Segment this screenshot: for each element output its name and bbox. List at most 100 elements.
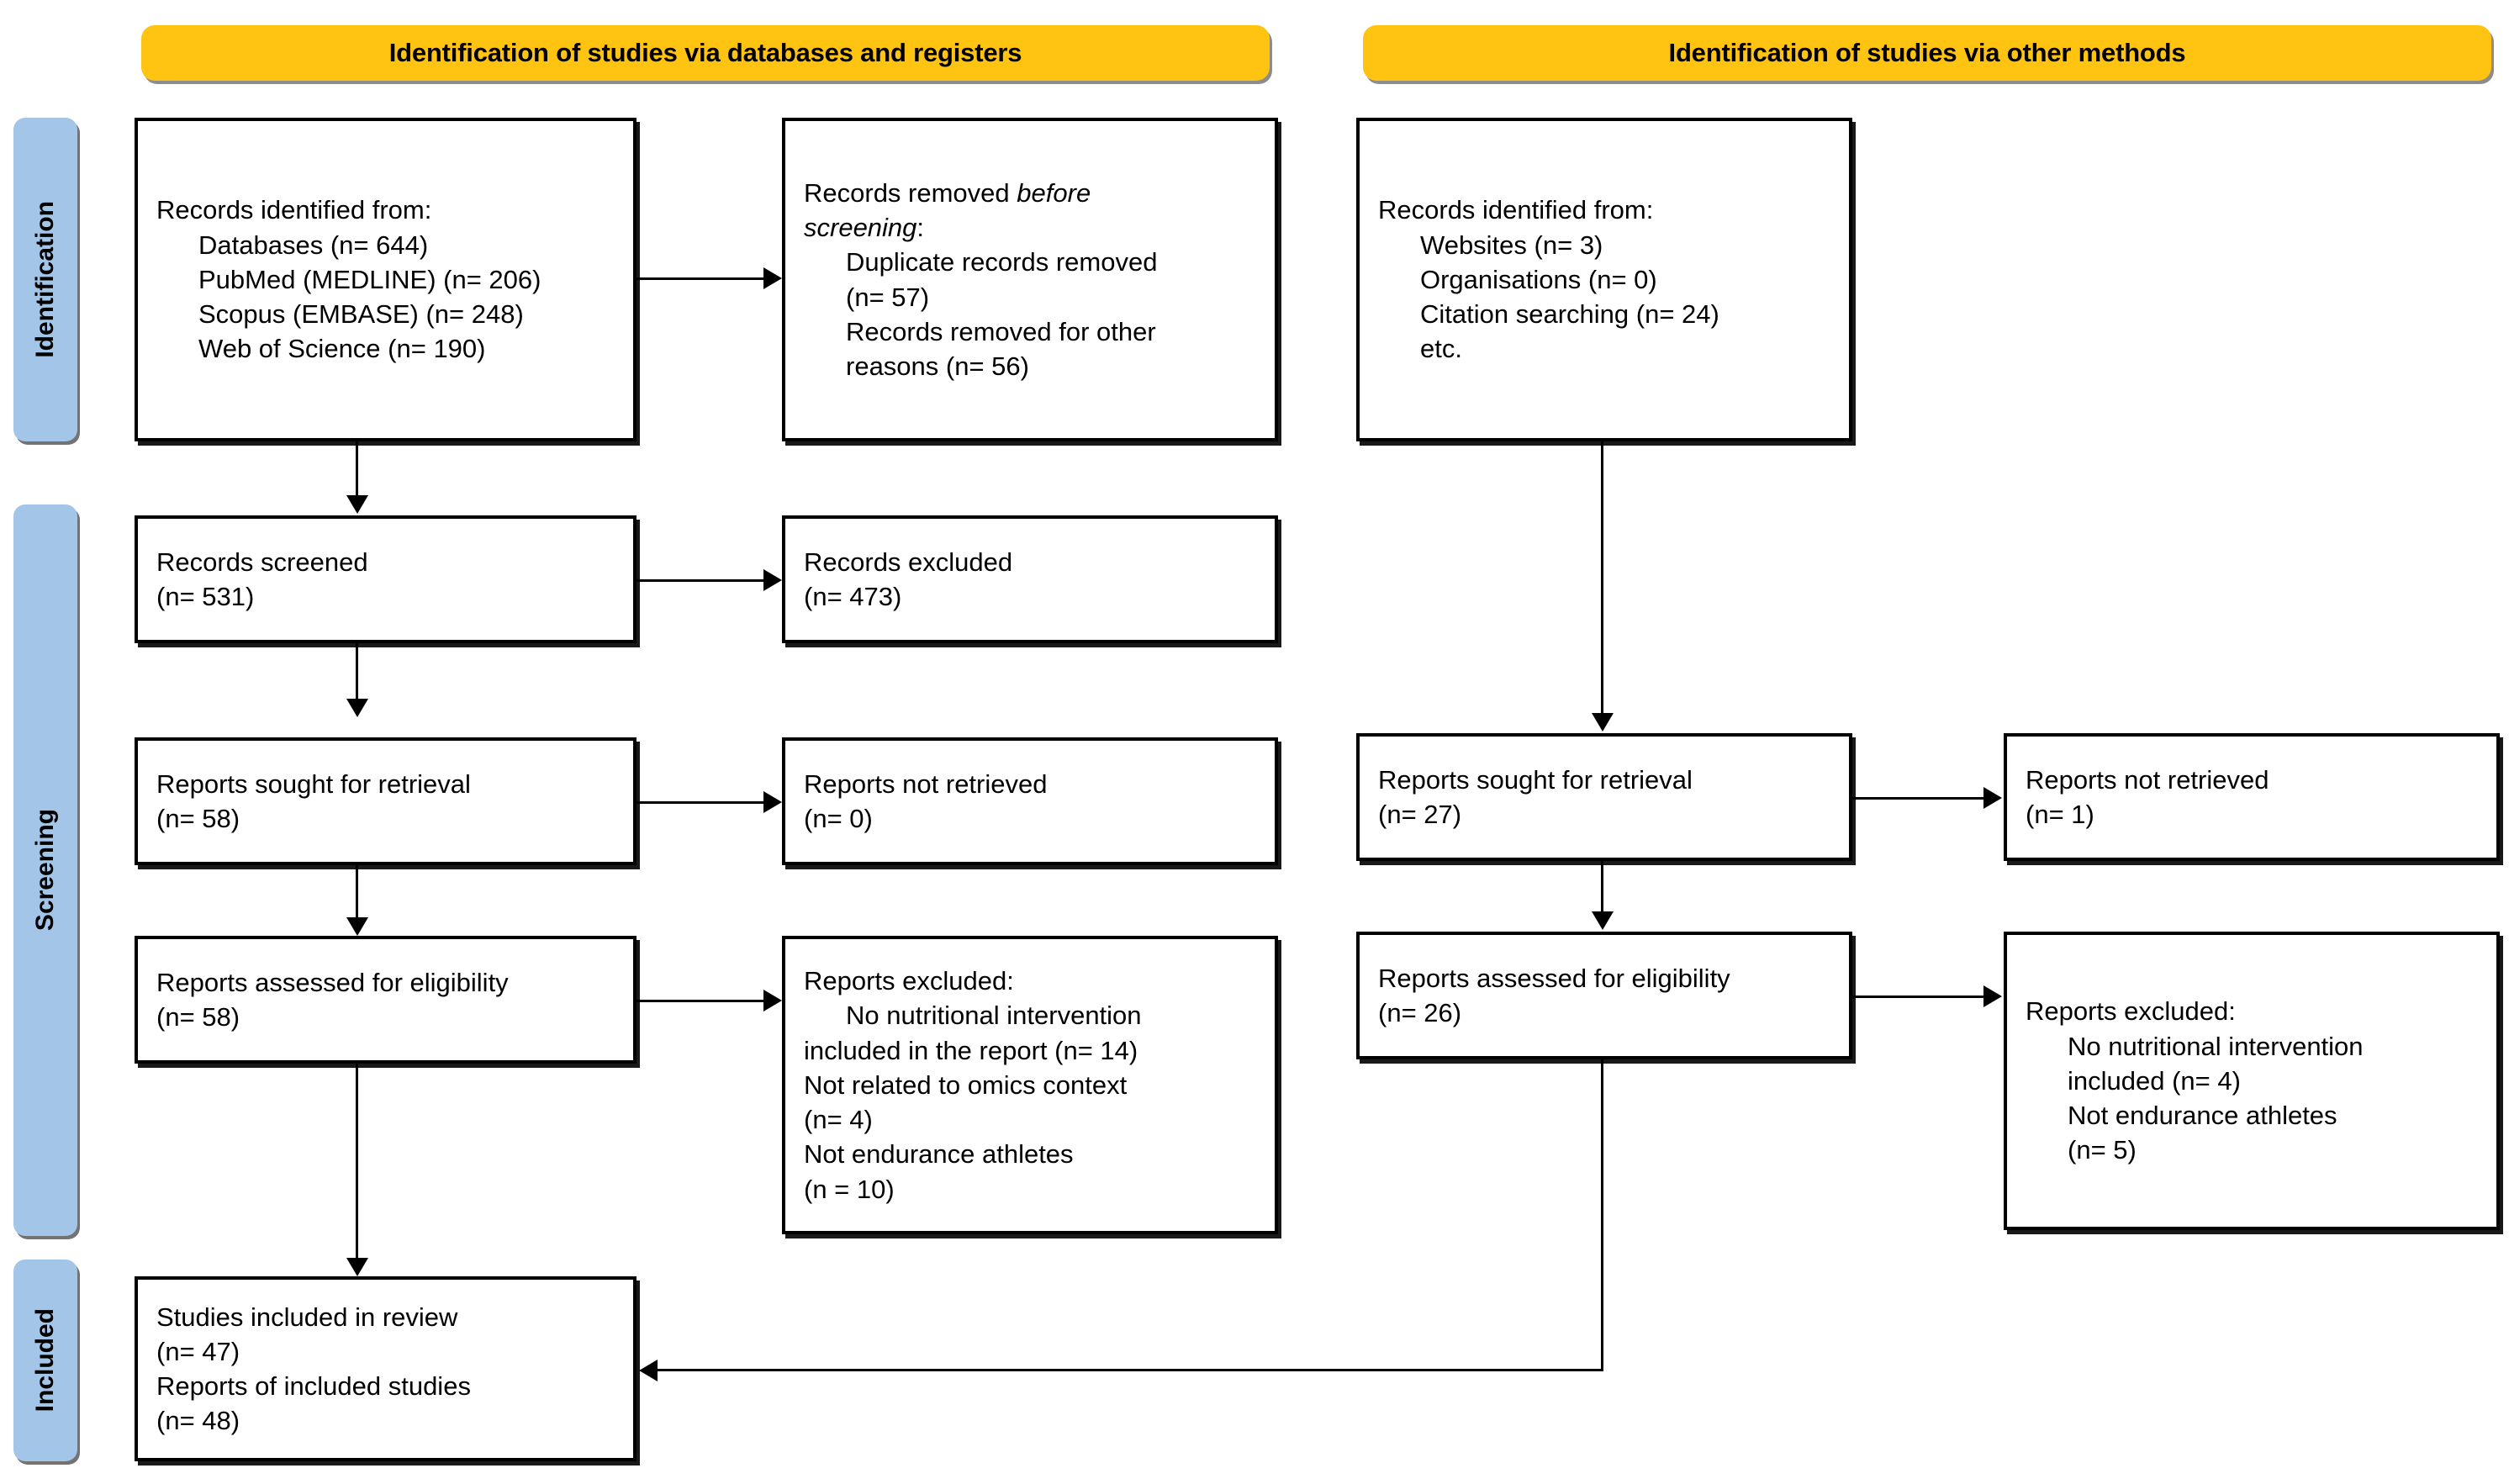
arrow-other-assessed-to-reports-excluded xyxy=(1983,985,2002,1007)
reports-excluded-other-item-2: Not endurance athletes xyxy=(2068,1101,2337,1131)
box-records-removed-text: Records removed before screening: Duplic… xyxy=(785,176,1275,383)
box-reports-assessed-other: Reports assessed for eligibility (n= 26) xyxy=(1356,932,1852,1059)
connector-screened-to-excluded xyxy=(636,579,765,582)
box-records-identified-databases: Records identified from: Databases (n= 6… xyxy=(135,118,636,441)
records-identified-other-item-3: etc. xyxy=(1420,334,1462,364)
box-reports-not-retrieved-other: Reports not retrieved (n= 1) xyxy=(2004,733,2500,861)
arrow-other-sought-to-assessed xyxy=(1592,911,1614,930)
reports-assessed-other-line1: Reports assessed for eligibility xyxy=(1378,963,1730,993)
stage-label-identification: Identification xyxy=(13,118,77,441)
records-identified-other-item-0: Websites (n= 3) xyxy=(1420,230,1603,260)
banner-databases-and-registers: Identification of studies via databases … xyxy=(141,25,1270,81)
box-reports-excluded-databases-text: Reports excluded: No nutritional interve… xyxy=(785,964,1275,1207)
reports-assessed-db-line1: Reports assessed for eligibility xyxy=(156,967,509,997)
connector-other-assessed-to-included-vertical xyxy=(1601,1059,1603,1370)
box-reports-assessed-databases-text: Reports assessed for eligibility (n= 58) xyxy=(138,965,633,1034)
box-reports-assessed-databases: Reports assessed for eligibility (n= 58) xyxy=(135,936,636,1064)
box-reports-excluded-other-text: Reports excluded: No nutritional interve… xyxy=(2007,994,2496,1167)
banner-databases-label: Identification of studies via databases … xyxy=(388,38,1022,67)
box-reports-excluded-other: Reports excluded: No nutritional interve… xyxy=(2004,932,2500,1230)
records-removed-heading-italic-1: before xyxy=(1017,177,1091,208)
reports-sought-other-line1: Reports sought for retrieval xyxy=(1378,764,1693,795)
connector-sought-to-not-retrieved xyxy=(636,801,765,804)
connector-identified-to-screened xyxy=(356,441,358,497)
arrow-other-sought-to-not-retrieved xyxy=(1983,787,2002,809)
connector-other-sought-to-assessed xyxy=(1601,861,1603,913)
studies-included-line2: (n= 47) xyxy=(156,1336,240,1366)
box-records-excluded-text: Records excluded (n= 473) xyxy=(785,545,1275,614)
box-records-identified-other: Records identified from: Websites (n= 3)… xyxy=(1356,118,1852,441)
reports-excluded-db-item-4: Not endurance athletes xyxy=(804,1139,1074,1170)
reports-excluded-db-item-5: (n = 10) xyxy=(804,1174,895,1204)
records-removed-item-0: Duplicate records removed xyxy=(846,247,1158,277)
box-reports-sought-databases-text: Reports sought for retrieval (n= 58) xyxy=(138,767,633,836)
reports-not-retrieved-other-line2: (n= 1) xyxy=(2026,800,2094,829)
connector-other-sought-to-not-retrieved xyxy=(1852,797,1985,800)
records-identified-item-0: Databases (n= 644) xyxy=(198,230,429,260)
box-studies-included-in-review: Studies included in review (n= 47) Repor… xyxy=(135,1276,636,1461)
connector-other-assessed-to-included-horizontal xyxy=(658,1369,1603,1371)
studies-included-line1: Studies included in review xyxy=(156,1302,458,1332)
records-removed-heading-line2: screening: xyxy=(804,210,1256,245)
records-screened-line1: Records screened xyxy=(156,547,368,577)
studies-included-line3: Reports of included studies xyxy=(156,1371,471,1401)
records-excluded-line2: (n= 473) xyxy=(804,582,902,611)
stage-label-screening-text: Screening xyxy=(31,809,59,932)
arrow-screened-to-excluded xyxy=(763,569,782,591)
arrow-identified-to-screened xyxy=(346,495,368,514)
records-removed-heading-plain: Records removed xyxy=(804,177,1017,208)
records-identified-item-2: Scopus (EMBASE) (n= 248) xyxy=(198,299,524,330)
reports-not-retrieved-other-line1: Reports not retrieved xyxy=(2026,764,2269,795)
stage-label-included-text: Included xyxy=(31,1308,59,1413)
connector-assessed-to-reports-excluded xyxy=(636,1000,765,1002)
records-removed-item-1: (n= 57) xyxy=(846,282,930,312)
box-records-excluded: Records excluded (n= 473) xyxy=(782,515,1278,643)
records-identified-other-heading: Records identified from: xyxy=(1378,195,1654,225)
records-identified-other-item-1: Organisations (n= 0) xyxy=(1420,264,1657,294)
records-identified-item-1: PubMed (MEDLINE) (n= 206) xyxy=(198,264,541,294)
arrow-assessed-to-included xyxy=(346,1258,368,1276)
reports-assessed-db-line2: (n= 58) xyxy=(156,1002,240,1032)
banner-other-label: Identification of studies via other meth… xyxy=(1668,38,2186,67)
records-removed-item-3: reasons (n= 56) xyxy=(846,351,1029,381)
box-reports-assessed-other-text: Reports assessed for eligibility (n= 26) xyxy=(1360,961,1849,1030)
box-records-removed-before-screening: Records removed before screening: Duplic… xyxy=(782,118,1278,441)
reports-excluded-db-item-1: included in the report (n= 14) xyxy=(804,1035,1138,1065)
reports-excluded-other-item-0: No nutritional intervention xyxy=(2068,1031,2364,1061)
reports-excluded-other-item-3: (n= 5) xyxy=(2068,1135,2137,1165)
reports-not-retrieved-db-line2: (n= 0) xyxy=(804,804,873,833)
box-records-identified-other-text: Records identified from: Websites (n= 3)… xyxy=(1360,193,1849,366)
records-identified-heading: Records identified from: xyxy=(156,195,432,225)
reports-excluded-other-heading: Reports excluded: xyxy=(2026,996,2236,1027)
box-records-screened-text: Records screened (n= 531) xyxy=(138,545,633,614)
arrow-assessed-to-reports-excluded xyxy=(763,990,782,1011)
records-screened-line2: (n= 531) xyxy=(156,582,255,611)
connector-other-identified-to-sought xyxy=(1601,441,1603,715)
connector-assessed-to-included xyxy=(356,1064,358,1260)
stage-label-included: Included xyxy=(13,1260,77,1461)
box-reports-not-retrieved-databases: Reports not retrieved (n= 0) xyxy=(782,737,1278,865)
box-reports-sought-databases: Reports sought for retrieval (n= 58) xyxy=(135,737,636,865)
box-records-identified-databases-text: Records identified from: Databases (n= 6… xyxy=(138,193,633,366)
records-identified-other-item-2: Citation searching (n= 24) xyxy=(1420,299,1719,330)
records-identified-item-3: Web of Science (n= 190) xyxy=(198,334,486,364)
reports-excluded-db-item-0: No nutritional intervention xyxy=(846,1001,1142,1031)
records-removed-heading-italic-2: screening xyxy=(804,213,917,243)
records-removed-heading: Records removed before xyxy=(804,176,1256,210)
connector-other-assessed-to-reports-excluded xyxy=(1852,995,1985,998)
arrow-other-assessed-to-included xyxy=(639,1360,658,1381)
box-reports-excluded-databases: Reports excluded: No nutritional interve… xyxy=(782,936,1278,1234)
box-studies-included-text: Studies included in review (n= 47) Repor… xyxy=(138,1300,633,1439)
banner-other-methods: Identification of studies via other meth… xyxy=(1363,25,2491,81)
connector-identified-to-removed xyxy=(636,277,765,280)
records-removed-heading-colon: : xyxy=(916,213,925,243)
reports-sought-db-line1: Reports sought for retrieval xyxy=(156,768,471,799)
arrow-other-identified-to-sought xyxy=(1592,713,1614,731)
arrow-screened-to-sought xyxy=(346,699,368,717)
records-excluded-line1: Records excluded xyxy=(804,547,1013,577)
connector-screened-to-sought xyxy=(356,643,358,700)
box-reports-sought-other: Reports sought for retrieval (n= 27) xyxy=(1356,733,1852,861)
box-reports-not-retrieved-other-text: Reports not retrieved (n= 1) xyxy=(2007,763,2496,832)
reports-excluded-db-item-2: Not related to omics context xyxy=(804,1069,1128,1100)
